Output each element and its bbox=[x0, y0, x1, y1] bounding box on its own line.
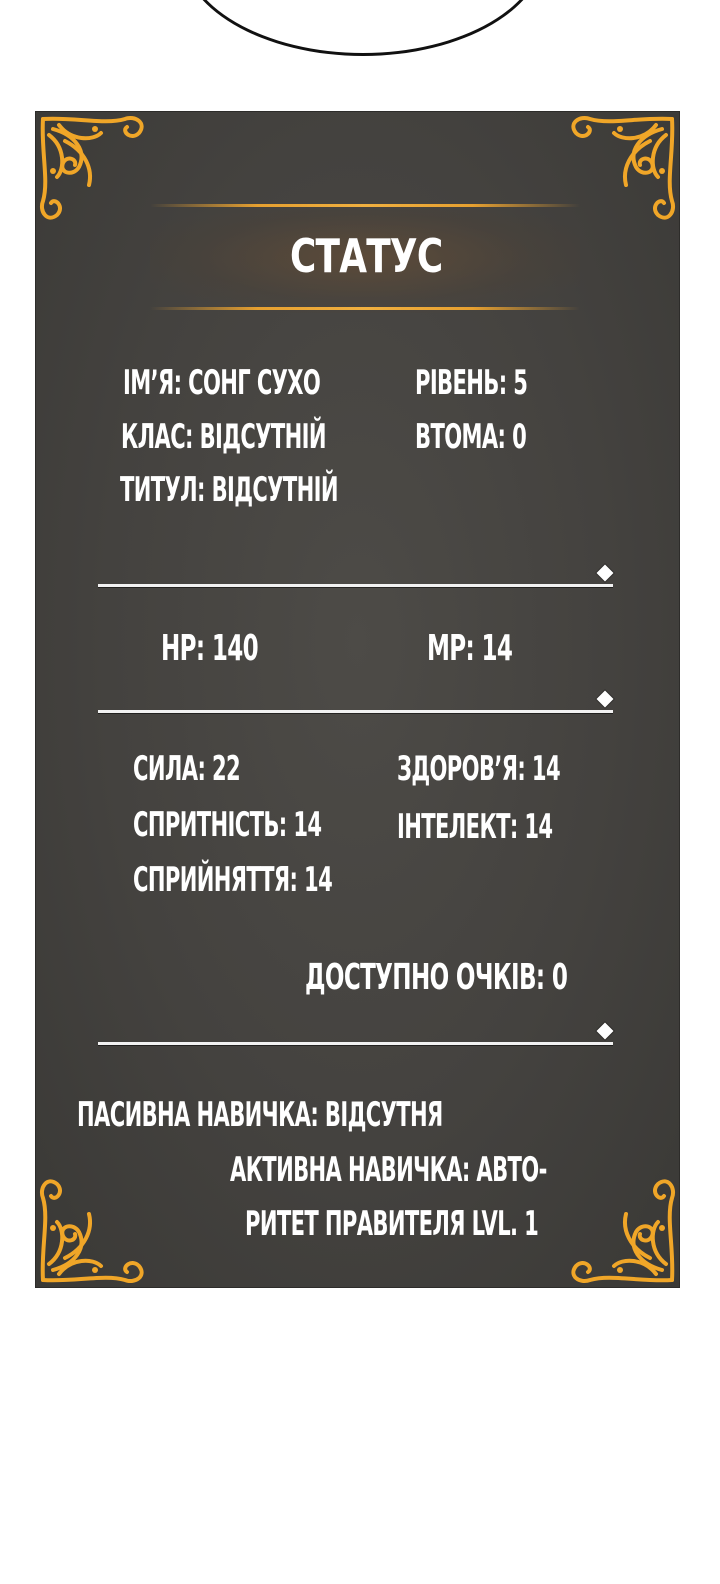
section-divider bbox=[98, 710, 613, 713]
available-points-label: ДОСТУПНО ОЧКІВ: 0 bbox=[305, 957, 568, 998]
strength-label: СИЛА: 22 bbox=[133, 749, 241, 789]
name-label: ІМ’Я: СОНГ СУХО bbox=[123, 363, 321, 403]
status-window: СТАТУС ІМ’Я: СОНГ СУХО КЛАС: ВІДСУТНІЙ Т… bbox=[35, 111, 680, 1288]
intelligence-label: ІНТЕЛЕКТ: 14 bbox=[397, 807, 553, 847]
ornament-corner-icon bbox=[571, 1179, 675, 1283]
passive-skill-label: ПАСИВНА НАВИЧКА: ВІДСУТНЯ bbox=[77, 1095, 443, 1135]
title-line-top bbox=[150, 204, 580, 207]
active-skill-label-line1: АКТИВНА НАВИЧКА: АВТО- bbox=[230, 1150, 547, 1190]
speech-bubble bbox=[180, 0, 546, 56]
level-label: РІВЕНЬ: 5 bbox=[415, 363, 528, 403]
perception-label: СПРИЙНЯТТЯ: 14 bbox=[133, 860, 333, 900]
title-line-bottom bbox=[150, 307, 580, 310]
active-skill-label-line2: РИТЕТ ПРАВИТЕЛЯ LVL. 1 bbox=[245, 1204, 539, 1244]
section-divider bbox=[98, 1042, 613, 1045]
fatigue-label: ВТОМА: 0 bbox=[415, 417, 527, 457]
title-band bbox=[150, 201, 580, 313]
diamond-icon bbox=[596, 564, 614, 582]
ornament-corner-icon bbox=[40, 116, 144, 220]
agility-label: СПРИТНІСТЬ: 14 bbox=[133, 805, 322, 845]
diamond-icon bbox=[596, 1022, 614, 1040]
mp-label: MP: 14 bbox=[427, 628, 513, 669]
ornament-corner-icon bbox=[571, 116, 675, 220]
ornament-corner-icon bbox=[40, 1179, 144, 1283]
vitality-label: ЗДОРОВ’Я: 14 bbox=[397, 749, 561, 789]
diamond-icon bbox=[596, 690, 614, 708]
title-label: ТИТУЛ: ВІДСУТНІЙ bbox=[120, 470, 339, 510]
status-title: СТАТУС bbox=[290, 229, 443, 283]
class-label: КЛАС: ВІДСУТНІЙ bbox=[121, 417, 327, 457]
section-divider bbox=[98, 584, 613, 587]
hp-label: HP: 140 bbox=[161, 628, 259, 669]
